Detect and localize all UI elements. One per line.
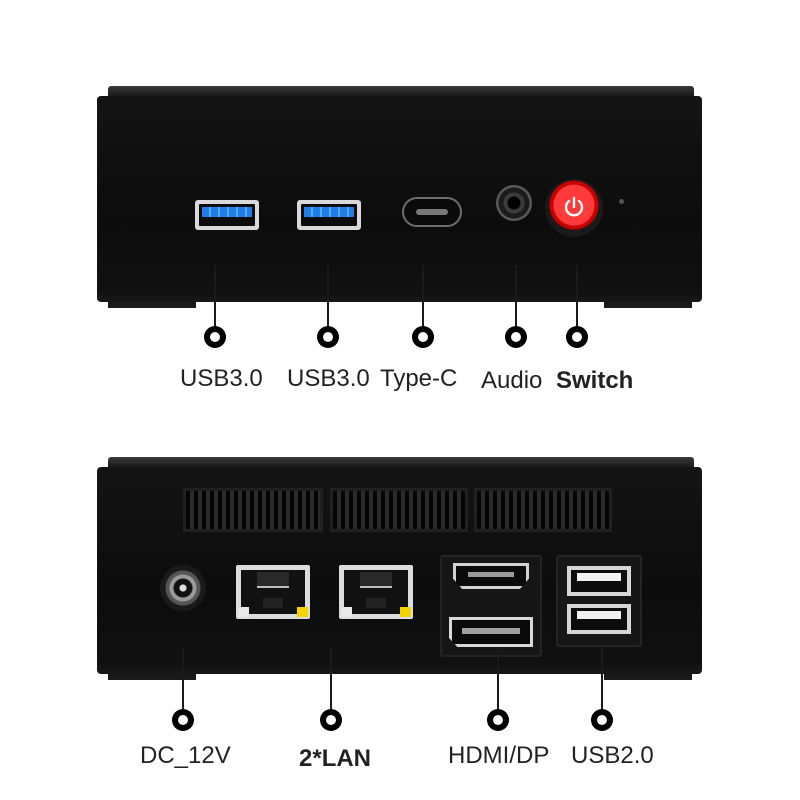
vent-middle [330,488,468,532]
lan-led-activity [400,607,411,617]
power-button[interactable] [545,179,603,237]
rear-foot-left [108,674,196,680]
label-usb3-1: USB3.0 [180,365,263,392]
callout-line-switch [576,265,578,327]
callout-line-lan [330,648,332,710]
callout-dot-switch [566,326,588,348]
label-lan: 2*LAN [299,745,372,772]
callout-line-usb3-1 [214,265,216,327]
usb2-port-2[interactable] [567,604,631,634]
lan-led-link [238,607,249,617]
status-led [619,199,624,204]
label-audio: Audio [481,367,543,394]
vent-left [183,488,323,532]
lan-led-activity [297,607,308,617]
front-body [97,96,702,302]
dc-power-jack[interactable] [160,565,206,611]
callout-dot-usb2 [591,709,613,731]
callout-dot-usb3-1 [204,326,226,348]
callout-dot-audio [505,326,527,348]
lan-port-1[interactable] [236,565,310,619]
usb2-port-1[interactable] [567,566,631,596]
lan-port-2[interactable] [339,565,413,619]
label-type-c: Type-C [380,365,458,392]
rear-lid [108,457,694,469]
front-foot-right [604,302,692,308]
label-usb3-2: USB3.0 [287,365,370,392]
rear-foot-right [604,674,692,680]
usb3-port-1[interactable] [195,200,259,230]
callout-dot-type-c [412,326,434,348]
front-foot-left [108,302,196,308]
callout-line-usb2 [601,648,603,710]
label-switch: Switch [556,367,634,394]
usb3-port-2[interactable] [297,200,361,230]
callout-dot-lan [320,709,342,731]
callout-dot-usb3-2 [317,326,339,348]
callout-line-audio [515,265,517,327]
label-usb2: USB2.0 [571,742,654,769]
audio-jack[interactable] [496,185,532,221]
callout-line-hdmi-dp [497,648,499,710]
label-hdmi-dp: HDMI/DP [448,742,550,769]
displayport-port[interactable] [449,617,533,647]
front-lid [108,86,694,98]
label-dc: DC_12V [140,742,231,769]
callout-line-usb3-2 [327,265,329,327]
callout-line-type-c [422,265,424,327]
hdmi-port[interactable] [453,563,529,589]
type-c-port[interactable] [402,197,462,227]
callout-dot-dc [172,709,194,731]
callout-dot-hdmi-dp [487,709,509,731]
power-icon [564,196,584,217]
vent-right [474,488,612,532]
callout-line-dc [182,648,184,710]
lan-led-link [341,607,352,617]
